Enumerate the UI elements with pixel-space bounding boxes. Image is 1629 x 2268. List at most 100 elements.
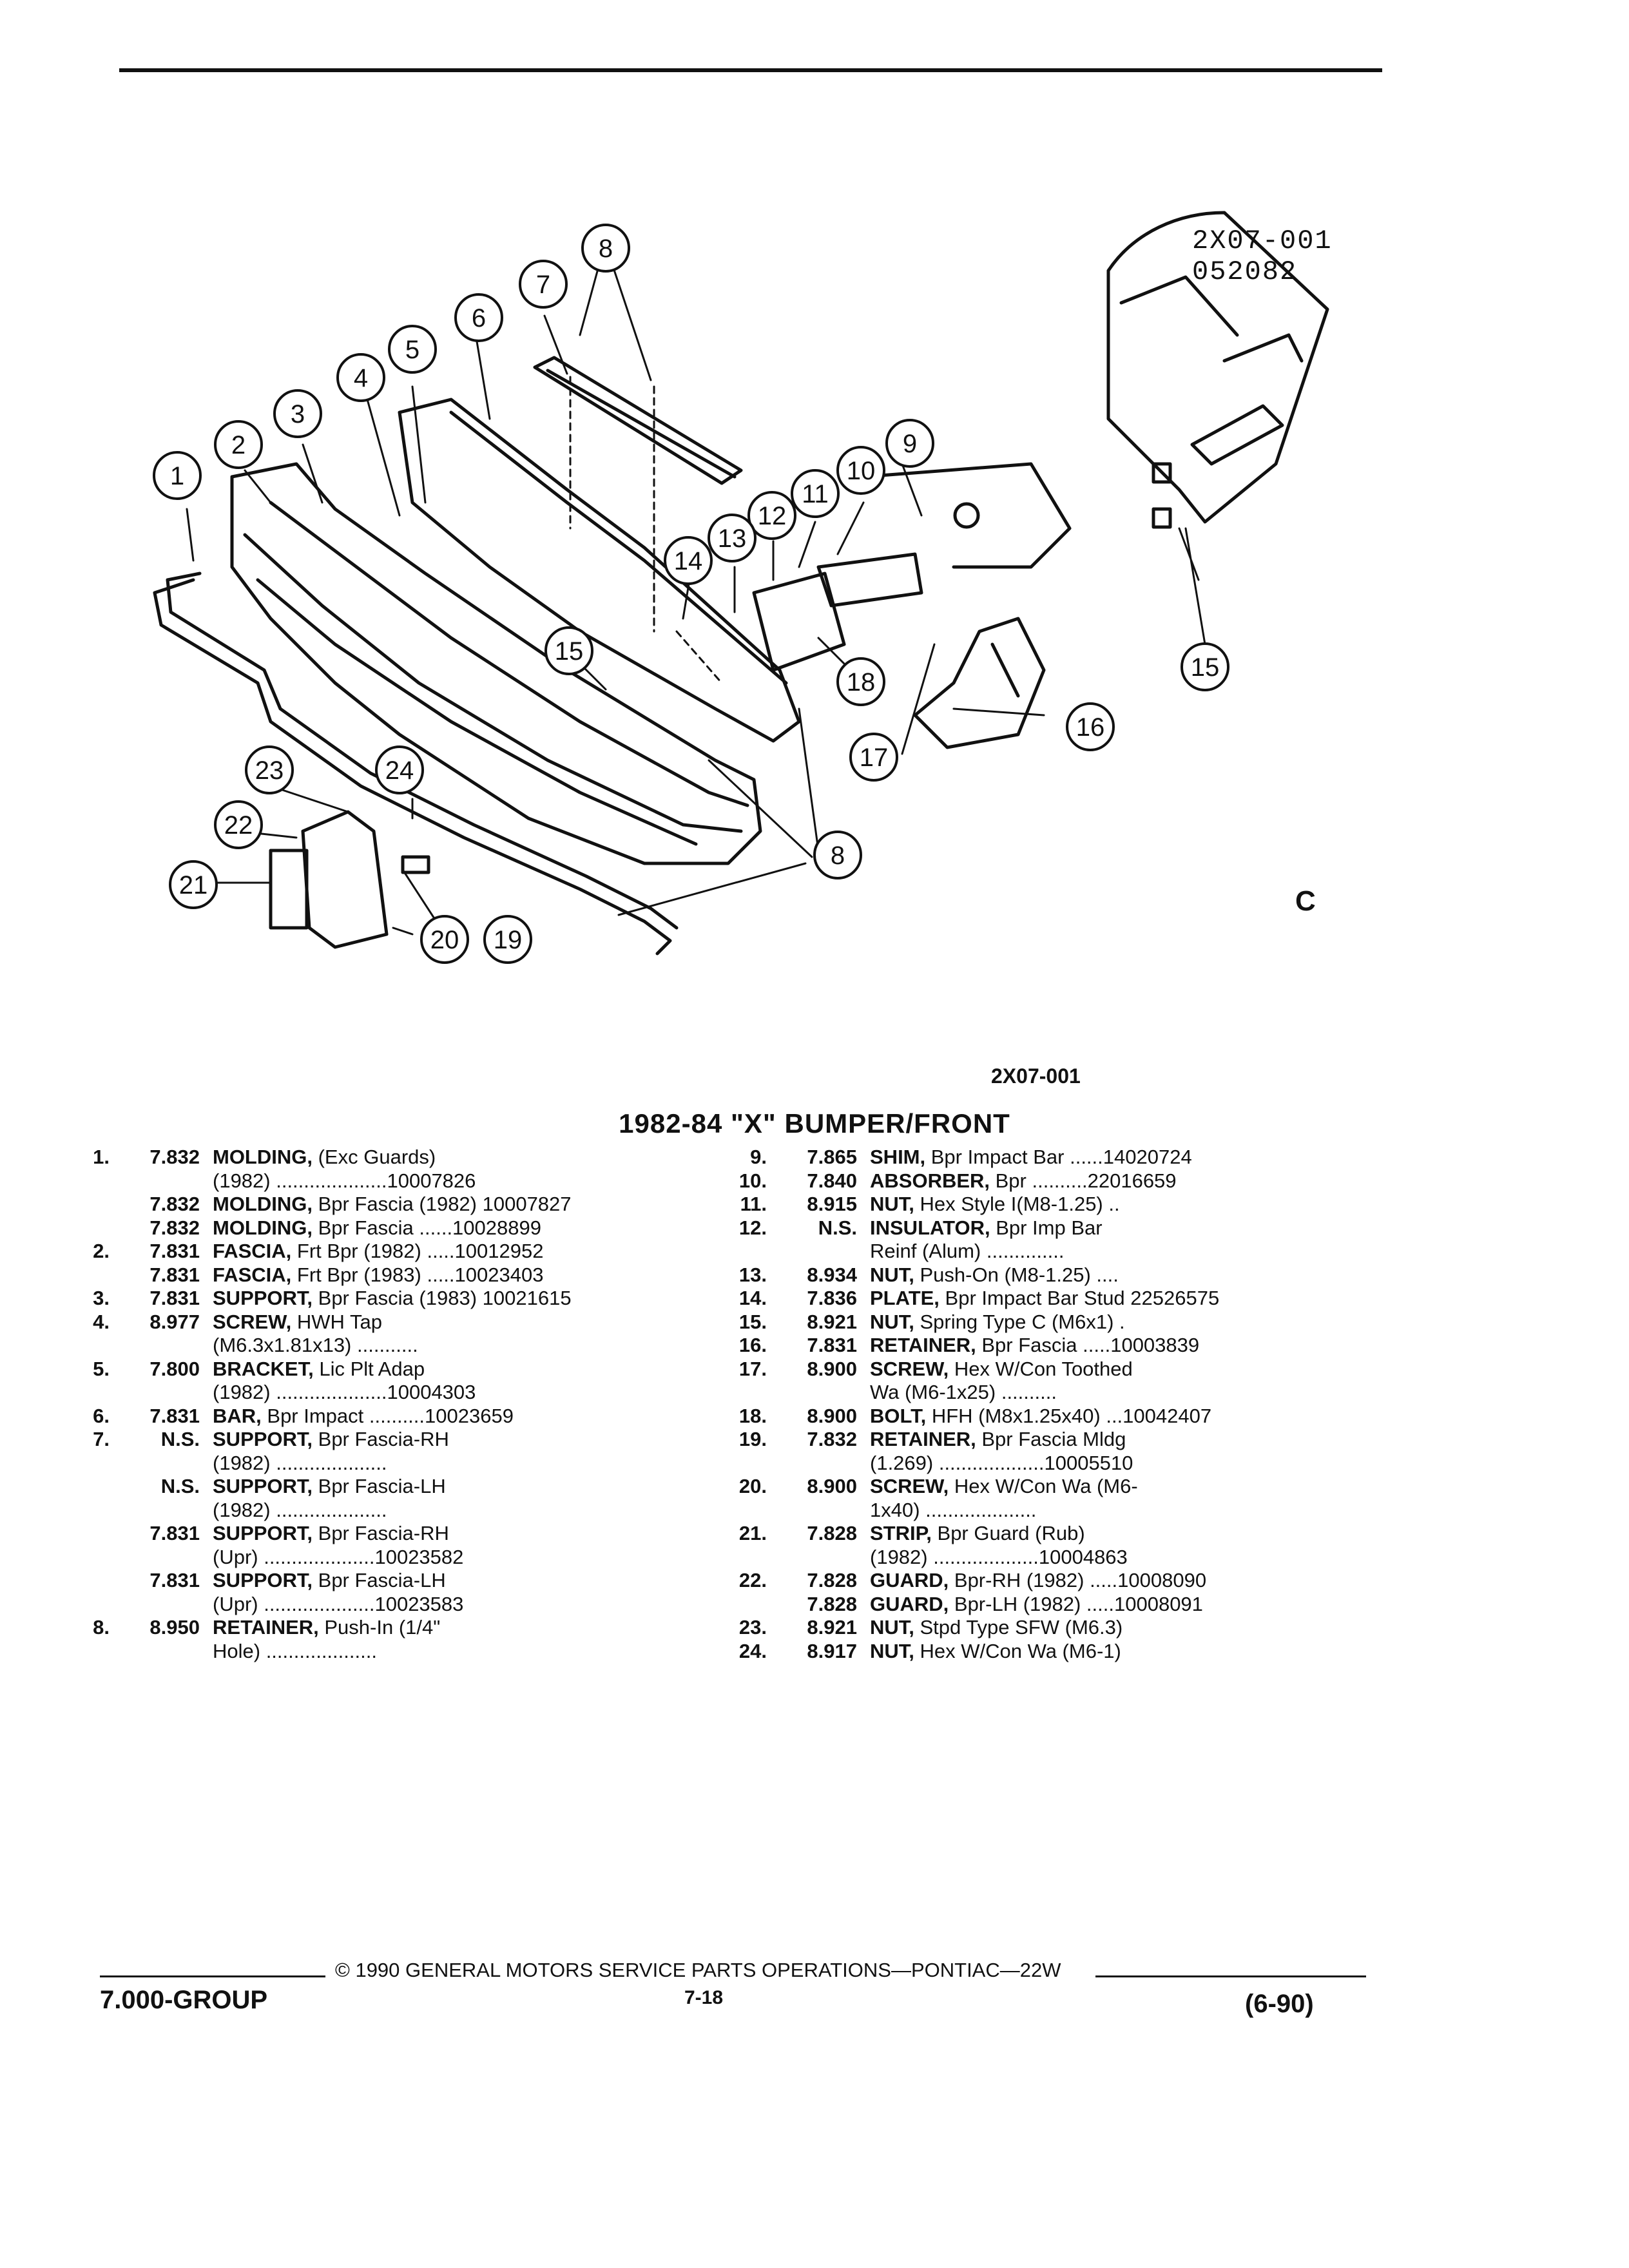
part-name: SUPPORT, xyxy=(213,1569,313,1591)
item-number: 17. xyxy=(738,1357,767,1380)
part-description: STRIP, Bpr Guard (Rub) xyxy=(870,1522,1379,1546)
parts-list-row: (1.269) ...................10005510 xyxy=(715,1452,1379,1475)
part-detail: Lic Plt Adap xyxy=(313,1357,425,1380)
part-description: PLATE, Bpr Impact Bar Stud 22526575 xyxy=(870,1287,1379,1311)
part-name: NUT, xyxy=(870,1193,914,1215)
part-detail: Bpr Fascia .....10003839 xyxy=(976,1334,1200,1356)
item-number xyxy=(715,1452,773,1475)
callout-8-bottom: 8 xyxy=(813,831,862,879)
part-name: PLATE, xyxy=(870,1287,940,1309)
part-detail: (Upr) ....................10023583 xyxy=(213,1592,464,1615)
parts-list-row: (1982) .................... xyxy=(58,1452,702,1475)
item-number: 19. xyxy=(738,1428,767,1450)
callout-6: 6 xyxy=(454,293,503,342)
part-name: SHIM, xyxy=(870,1146,926,1168)
part-description: MOLDING, Bpr Fascia (1982) 10007827 xyxy=(213,1193,702,1216)
part-detail: Bpr Impact Bar Stud 22526575 xyxy=(939,1287,1220,1309)
item-number xyxy=(58,1475,116,1499)
part-name: SCREW, xyxy=(870,1475,949,1497)
callout-17: 17 xyxy=(849,733,898,782)
part-detail: Stpd Type SFW (M6.3) xyxy=(914,1616,1123,1639)
figure-code-small: 2X07-001 xyxy=(991,1064,1081,1088)
group-code xyxy=(116,1640,213,1664)
group-code xyxy=(116,1452,213,1475)
item-number: 14. xyxy=(738,1287,767,1309)
item-number: 24. xyxy=(738,1639,767,1662)
part-description: SUPPORT, Bpr Fascia-RH xyxy=(213,1522,702,1546)
footer-rule-left xyxy=(100,1975,325,1977)
part-detail: Bpr Fascia-RH xyxy=(313,1428,449,1450)
part-detail: (M6.3x1.81x13) ........... xyxy=(213,1334,418,1356)
item-number: 20. xyxy=(738,1475,767,1497)
figure-code-line2: 052082 xyxy=(1192,256,1298,287)
part-description: (Upr) ....................10023582 xyxy=(213,1546,702,1570)
item-number xyxy=(58,1264,116,1287)
part-detail: Bpr Imp Bar xyxy=(990,1216,1103,1239)
footer-rule-right xyxy=(1095,1975,1366,1977)
callout-16: 16 xyxy=(1066,702,1115,751)
item-number xyxy=(58,1546,116,1570)
group-code: 7.831 xyxy=(807,1334,857,1356)
group-code: 7.832 xyxy=(149,1193,200,1215)
group-code: N.S. xyxy=(818,1216,857,1239)
callout-22: 22 xyxy=(214,800,263,849)
part-name: RETAINER, xyxy=(213,1616,319,1639)
front-fascia xyxy=(230,462,762,865)
part-description: NUT, Push-On (M8-1.25) .... xyxy=(870,1264,1379,1287)
part-detail: (Upr) ....................10023582 xyxy=(213,1545,464,1568)
part-description: RETAINER, Push-In (1/4" xyxy=(213,1616,702,1640)
item-number xyxy=(58,1499,116,1523)
exploded-bumper-diagram: 1 2 3 4 5 6 7 8 9 10 11 12 13 14 15 16 1… xyxy=(153,211,1329,964)
part-name: INSULATOR, xyxy=(870,1216,990,1239)
part-name: MOLDING, xyxy=(213,1146,313,1168)
group-code: N.S. xyxy=(160,1475,200,1497)
part-detail: (1.269) ...................10005510 xyxy=(870,1451,1133,1474)
callout-12: 12 xyxy=(747,491,796,540)
part-name: NUT, xyxy=(870,1639,914,1662)
parts-list-row: (1982) .................... xyxy=(58,1499,702,1523)
item-number: 16. xyxy=(738,1334,767,1356)
part-description: SUPPORT, Bpr Fascia-RH xyxy=(213,1428,702,1452)
item-number xyxy=(58,1334,116,1358)
part-name: STRIP, xyxy=(870,1522,932,1544)
item-number xyxy=(58,1640,116,1664)
page-title: 1982-84 "X" BUMPER/FRONT xyxy=(619,1108,1010,1139)
callout-15-right: 15 xyxy=(1181,642,1229,691)
group-code: 8.950 xyxy=(149,1616,200,1639)
group-code: 7.832 xyxy=(149,1146,200,1168)
part-detail: HFH (M8x1.25x40) ...10042407 xyxy=(926,1404,1212,1427)
svg-text:17: 17 xyxy=(860,744,889,772)
part-detail: Bpr Fascia (1982) 10007827 xyxy=(313,1193,572,1215)
callout-14: 14 xyxy=(664,536,713,585)
part-detail: Frt Bpr (1982) .....10012952 xyxy=(291,1240,544,1262)
svg-text:9: 9 xyxy=(903,430,917,458)
callout-15: 15 xyxy=(545,626,593,675)
item-number: 1. xyxy=(93,1146,110,1168)
part-name: SUPPORT, xyxy=(213,1287,313,1309)
part-detail: Hex W/Con Wa (M6- xyxy=(949,1475,1138,1497)
part-description: INSULATOR, Bpr Imp Bar xyxy=(870,1216,1379,1240)
part-name: BRACKET, xyxy=(213,1357,314,1380)
group-code: 8.917 xyxy=(807,1639,857,1662)
part-description: Reinf (Alum) .............. xyxy=(870,1240,1379,1264)
part-detail: Bpr Guard (Rub) xyxy=(931,1522,1085,1544)
svg-text:11: 11 xyxy=(802,480,829,508)
svg-text:15: 15 xyxy=(555,637,584,666)
part-name: GUARD, xyxy=(870,1592,949,1615)
callout-5: 5 xyxy=(388,325,437,374)
item-number: 5. xyxy=(93,1357,110,1380)
group-code: 7.831 xyxy=(149,1240,200,1262)
parts-list-row: (1982) ....................10004303 xyxy=(58,1381,702,1405)
part-detail: Bpr Fascia-LH xyxy=(313,1475,446,1497)
parts-list-row: Reinf (Alum) .............. xyxy=(715,1240,1379,1264)
